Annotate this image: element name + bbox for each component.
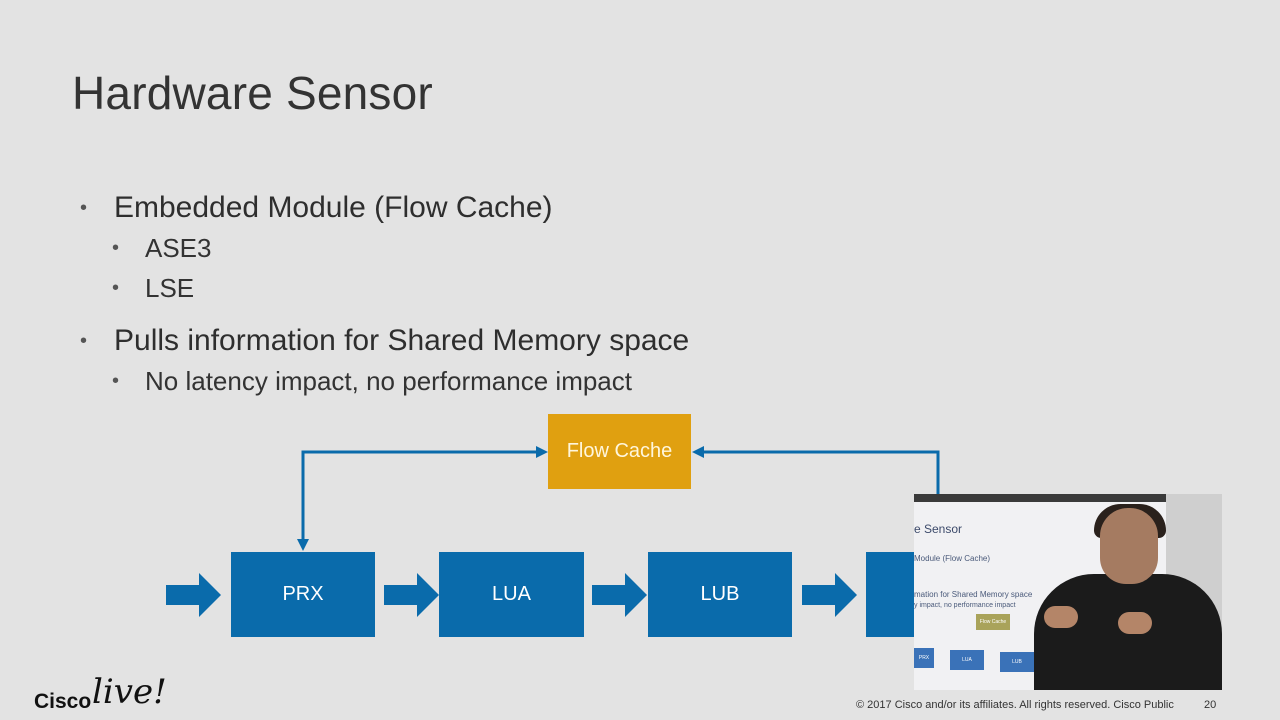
bullet-icon: • [80, 197, 88, 219]
bullet-text: Embedded Module (Flow Cache) [114, 191, 553, 224]
presenter-video: e Sensor Module (Flow Cache) mation for … [914, 494, 1222, 690]
flow-arrow-icon [384, 573, 439, 617]
flow-arrow-icon [592, 573, 647, 617]
sub-bullet-item: • No latency impact, no performance impa… [112, 361, 980, 401]
mini-slide-line: Module (Flow Cache) [914, 554, 991, 563]
arrowhead-icon [536, 446, 548, 458]
page-number: 20 [1204, 699, 1217, 711]
flow-arrow-icon [166, 573, 221, 617]
stage-lub-box: LUB [648, 552, 792, 637]
sub-bullet-text: ASE3 [145, 233, 212, 263]
arrowhead-icon [692, 446, 704, 458]
sub-bullet-item: • ASE3 [112, 228, 980, 268]
presenter-hand [1044, 606, 1078, 628]
cisco-live-logo: Cisco live! [34, 672, 167, 713]
feedback-line-right [700, 450, 940, 500]
bullet-text: Pulls information for Shared Memory spac… [114, 324, 690, 357]
arrowhead-icon [297, 539, 309, 551]
mini-stage: PRX [914, 648, 934, 668]
mini-slide-line: y impact, no performance impact [914, 602, 1016, 609]
bullet-icon: • [80, 330, 88, 352]
mini-slide-line: mation for Shared Memory space [914, 590, 1033, 599]
stage-next-box [866, 552, 914, 637]
logo-cisco-text: Cisco [34, 690, 92, 713]
flow-arrow-icon [802, 573, 857, 617]
flow-cache-box: Flow Cache [548, 414, 691, 489]
mini-stage: LUB [1000, 652, 1034, 672]
slide-title: Hardware Sensor [72, 67, 433, 119]
bullet-item: • Pulls information for Shared Memory sp… [80, 321, 980, 361]
mini-slide-title: e Sensor [914, 522, 963, 536]
stage-prx-box: PRX [231, 552, 375, 637]
logo-live-text: live! [92, 672, 167, 712]
sub-bullet-text: No latency impact, no performance impact [145, 366, 632, 396]
presenter-head [1100, 508, 1158, 584]
bullet-list: • Embedded Module (Flow Cache) • ASE3 • … [80, 188, 980, 401]
sub-bullet-text: LSE [145, 273, 195, 303]
presenter-hand [1118, 612, 1152, 634]
mini-flow-cache: Flow Cache [976, 614, 1010, 630]
bullet-icon: • [112, 277, 120, 299]
sub-bullet-item: • LSE [112, 268, 980, 308]
bullet-icon: • [112, 237, 120, 259]
feedback-line-left [301, 450, 540, 540]
mini-stage: LUA [950, 650, 984, 670]
bullet-icon: • [112, 370, 120, 392]
copyright-text: © 2017 Cisco and/or its affiliates. All … [856, 699, 1174, 711]
stage-lua-box: LUA [439, 552, 584, 637]
bullet-item: • Embedded Module (Flow Cache) [80, 188, 980, 228]
